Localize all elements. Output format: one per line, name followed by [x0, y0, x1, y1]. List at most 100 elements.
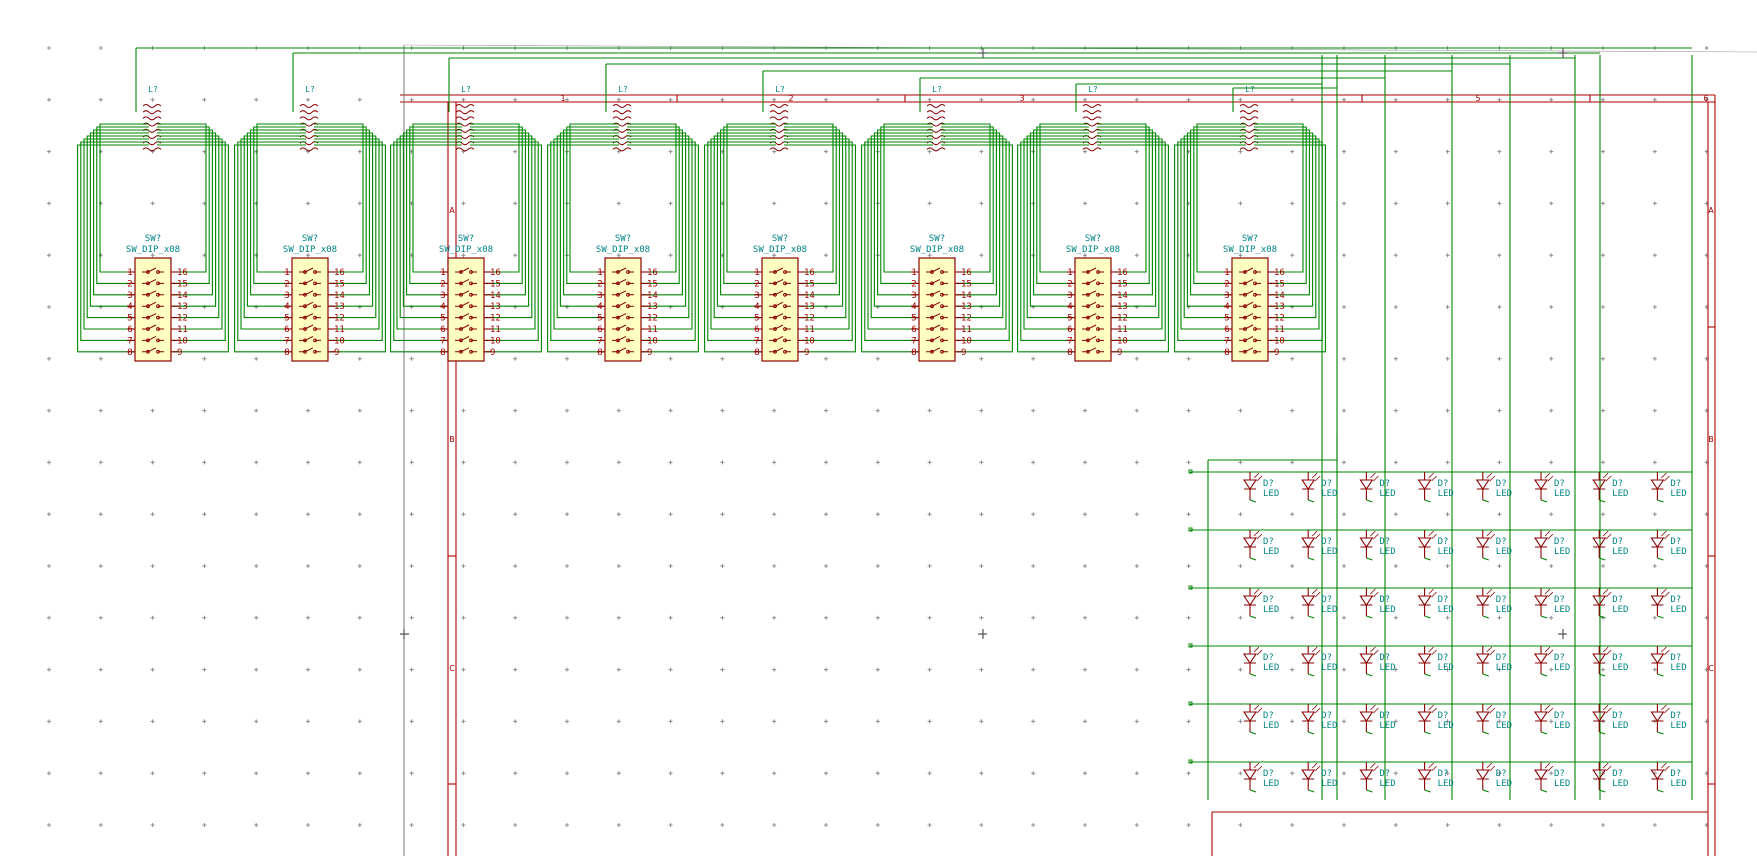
grid-dot — [875, 771, 880, 776]
led-cathode-wire — [1657, 557, 1664, 561]
led[interactable]: D?LED — [1592, 472, 1628, 503]
grid-dot — [772, 408, 777, 413]
grid-dot — [254, 564, 259, 568]
led[interactable]: D?LED — [1592, 530, 1628, 561]
led[interactable]: D?LED — [1592, 762, 1628, 793]
grid-dot — [668, 512, 673, 517]
switch-pin-number-left: 2 — [754, 279, 759, 289]
led[interactable]: D?LED — [1242, 762, 1279, 793]
led[interactable]: D?LED — [1475, 472, 1512, 503]
switch-wire-left — [399, 135, 462, 319]
led[interactable]: D?LED — [1533, 588, 1570, 619]
led-symbol — [1592, 653, 1607, 664]
led[interactable]: D?LED — [1533, 530, 1570, 561]
grid-dot — [1031, 667, 1036, 672]
led-emission — [1602, 704, 1612, 714]
switch-wire-right — [627, 129, 683, 296]
led[interactable]: D?LED — [1475, 646, 1512, 677]
led[interactable]: D?LED — [1359, 588, 1396, 619]
led[interactable]: D?LED — [1242, 704, 1279, 735]
led-matrix[interactable]: D?LED D?LED D?LED D?LED D?LED D?LED D?LED D?LED… — [1188, 435, 1692, 800]
led[interactable]: D?LED — [1417, 704, 1454, 735]
switch-wire-left — [559, 132, 619, 307]
led[interactable]: D?LED — [1533, 704, 1570, 735]
led[interactable]: D?LED — [1301, 762, 1337, 793]
led[interactable]: D?LED — [1592, 646, 1628, 677]
grid-dot — [824, 823, 828, 827]
switch-wire-left — [726, 123, 776, 273]
switch-wire-left — [1196, 123, 1246, 273]
connector-pin — [455, 122, 475, 127]
switch-pin-number-right: 13 — [804, 302, 815, 312]
grid-dot — [1134, 460, 1139, 465]
led[interactable]: D?LED — [1475, 704, 1512, 735]
led[interactable]: D?LED — [1417, 472, 1454, 503]
led[interactable]: D?LED — [1417, 530, 1454, 561]
switch-wire-right — [1254, 126, 1307, 284]
connector-pin — [926, 122, 946, 127]
connector-ref: L? — [775, 85, 785, 94]
led[interactable]: D?LED — [1533, 762, 1570, 793]
led[interactable]: D?LED — [1650, 530, 1687, 561]
led[interactable]: D?LED — [1359, 530, 1396, 561]
led[interactable]: D?LED — [1301, 588, 1337, 619]
led[interactable]: D?LED — [1533, 646, 1570, 677]
led[interactable]: D?LED — [1242, 588, 1279, 619]
switch-wire-left — [1174, 144, 1246, 353]
led[interactable]: D?LED — [1359, 762, 1396, 793]
led[interactable]: D?LED — [1475, 530, 1512, 561]
switch-pin-number-left: 3 — [597, 291, 602, 301]
grid-dot — [616, 253, 621, 258]
switch-pin-number-right: 9 — [647, 348, 652, 358]
led[interactable]: D?LED — [1475, 762, 1512, 793]
switch-pin-number-right: 16 — [961, 268, 972, 278]
led[interactable]: D?LED — [1301, 530, 1337, 561]
led[interactable]: D?LED — [1650, 704, 1687, 735]
led[interactable]: D?LED — [1650, 472, 1687, 503]
led[interactable]: D?LED — [1592, 588, 1628, 619]
grid-dot — [1393, 460, 1398, 465]
grid-dot — [306, 512, 310, 517]
led[interactable]: D?LED — [1359, 704, 1396, 735]
led[interactable]: D?LED — [1650, 588, 1687, 619]
led[interactable]: D?LED — [1650, 646, 1687, 677]
grid-dot — [668, 253, 673, 258]
switch-wire-left — [234, 144, 306, 353]
switch-wire-right — [941, 126, 994, 284]
led[interactable]: D?LED — [1242, 472, 1279, 503]
led[interactable]: D?LED — [1533, 472, 1570, 503]
led[interactable]: D?LED — [1359, 646, 1396, 677]
led[interactable]: D?LED — [1592, 704, 1628, 735]
grid-dot — [47, 97, 51, 102]
led[interactable]: D?LED — [1242, 646, 1279, 677]
led[interactable]: D?LED — [1417, 646, 1454, 677]
led[interactable]: D?LED — [1301, 646, 1337, 677]
grid-dot — [1497, 97, 1502, 102]
led[interactable]: D?LED — [1301, 472, 1337, 503]
led[interactable]: D?LED — [1359, 472, 1396, 503]
led[interactable]: D?LED — [1475, 588, 1512, 619]
led[interactable]: D?LED — [1417, 588, 1454, 619]
grid-dot — [772, 97, 777, 102]
grid-dot — [409, 305, 414, 309]
led-emission — [1311, 472, 1321, 482]
switch-wire-right — [157, 126, 210, 284]
grid-dot — [513, 408, 518, 413]
led[interactable]: D?LED — [1242, 530, 1279, 561]
led[interactable]: D?LED — [1301, 704, 1337, 735]
switch-dot — [1253, 349, 1257, 354]
led[interactable]: D?LED — [1650, 762, 1687, 793]
led[interactable]: D?LED — [1417, 762, 1454, 793]
grid-dot — [772, 564, 777, 568]
switch-pin-number-right: 16 — [334, 268, 345, 278]
